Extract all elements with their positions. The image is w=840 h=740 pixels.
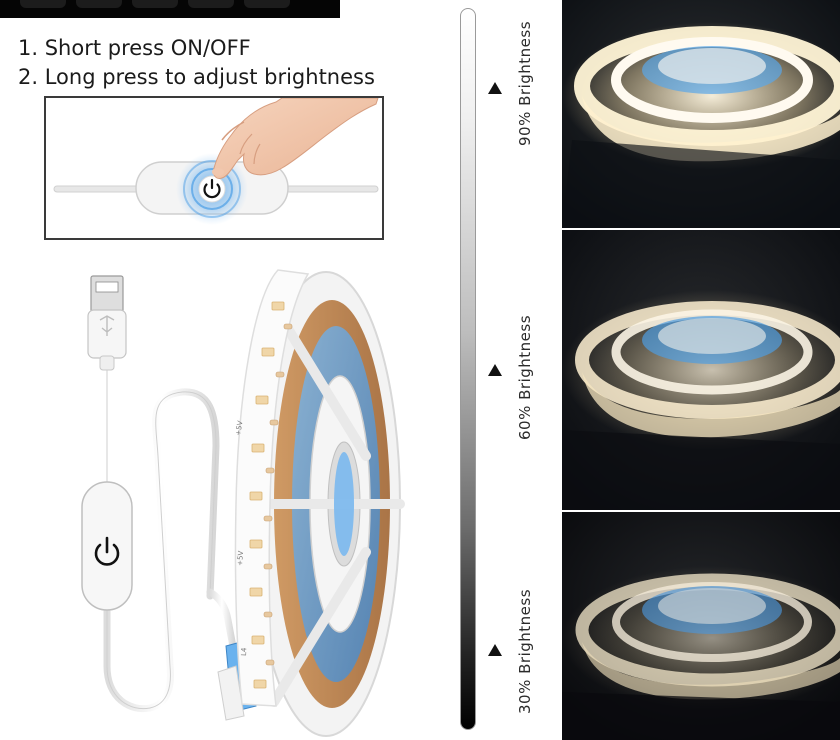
heading-banner-text-remnant — [20, 0, 290, 8]
led-strip: +5V +5V L4 — [234, 269, 310, 707]
level-60-arrow — [488, 364, 502, 376]
inline-controller — [81, 481, 133, 611]
button-press-illustration — [46, 98, 382, 238]
level-60-label: 60% Brightness — [516, 314, 534, 440]
photo-panel-90 — [562, 0, 840, 228]
level-30-arrow — [488, 644, 502, 656]
hand-illustration — [212, 98, 379, 179]
led-reel — [251, 271, 405, 737]
photo-panel-30 — [562, 512, 840, 740]
led-reel-photo-30 — [562, 512, 840, 740]
brightness-gauge — [460, 8, 476, 730]
heading-banner — [0, 0, 340, 18]
strip-voltage-label: +5V — [234, 420, 245, 436]
instruction-step-2: 2. Long press to adjust brightness — [18, 65, 375, 89]
level-90-arrow — [488, 82, 502, 94]
led-reel-photo-90 — [562, 0, 840, 228]
power-icon[interactable] — [198, 175, 226, 203]
level-90-label: 90% Brightness — [516, 20, 534, 146]
power-icon[interactable] — [94, 536, 120, 566]
product-illustration: +5V +5V L4 — [40, 236, 420, 740]
strip-pad-label: L4 — [240, 647, 248, 656]
strip-voltage-label-2: +5V — [236, 550, 245, 566]
level-30-label: 30% Brightness — [516, 588, 534, 714]
photo-panel-60 — [562, 230, 840, 510]
instruction-step-1: 1. Short press ON/OFF — [18, 36, 251, 60]
usb-plug-icon — [87, 275, 127, 371]
led-reel-photo-60 — [562, 230, 840, 510]
button-press-photo — [44, 96, 384, 240]
led-strip-kit: +5V +5V L4 — [81, 269, 405, 737]
instruction-list: 1. Short press ON/OFF 2. Long press to a… — [18, 34, 375, 92]
